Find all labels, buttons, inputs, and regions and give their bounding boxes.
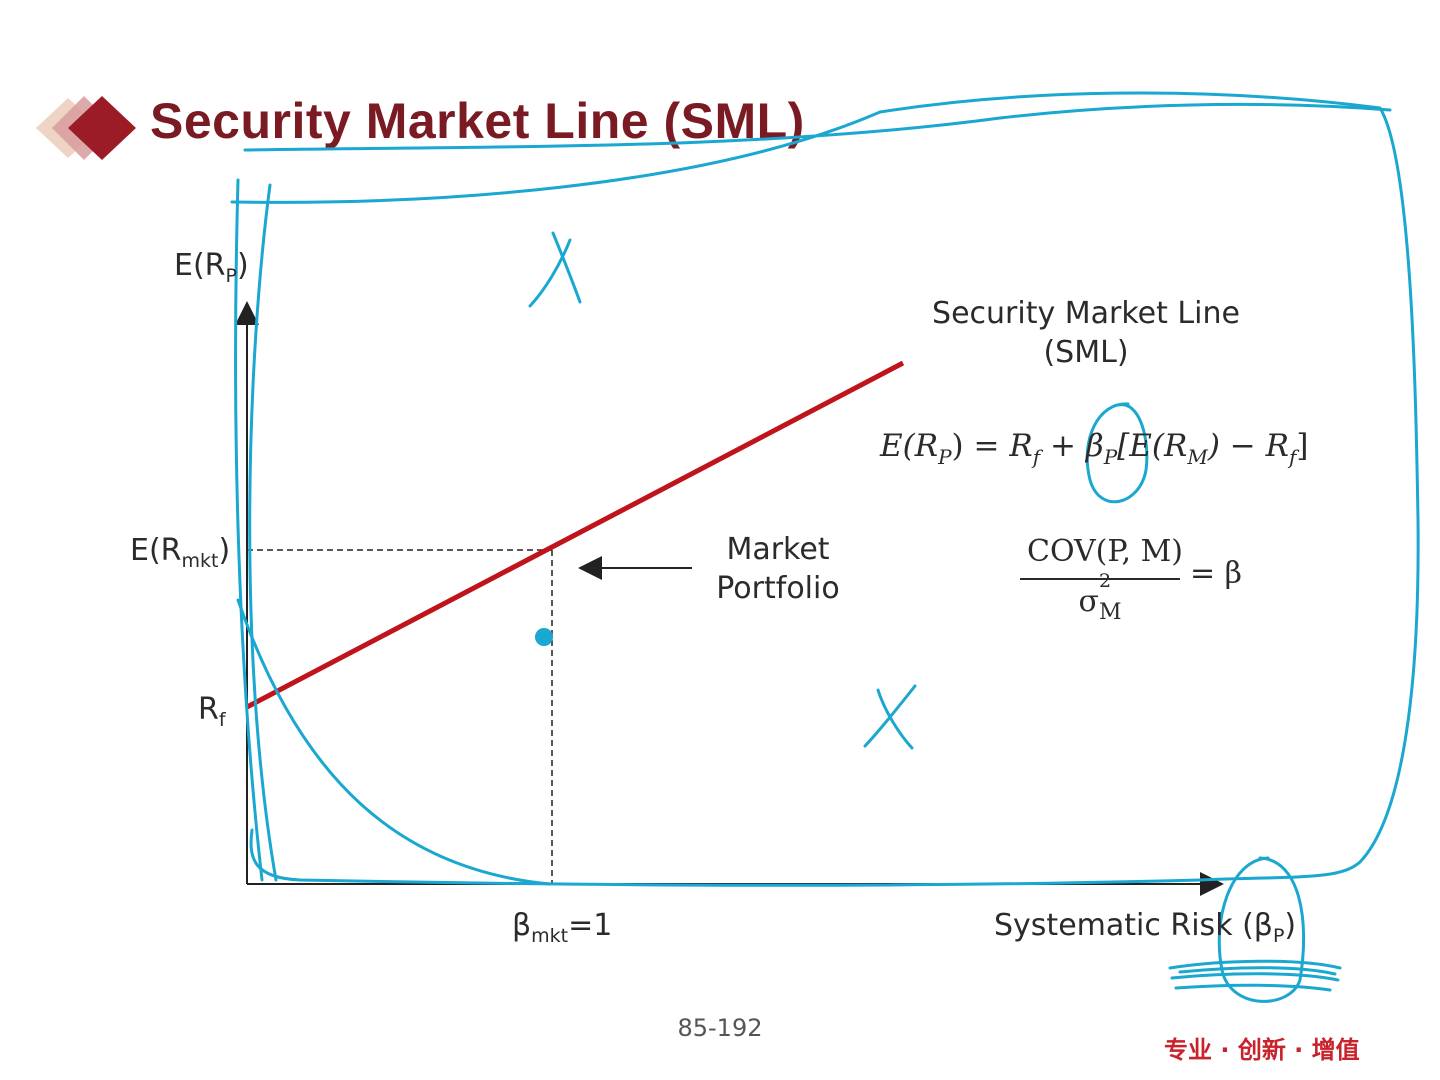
emkt-label: E(Rmkt): [130, 533, 231, 572]
beta-formula-numerator: COV(P, M): [1027, 534, 1183, 569]
annotation-left-stroke-1: [234, 178, 264, 882]
annotation-beta-circle: [1085, 402, 1149, 504]
market-portfolio-line2: Portfolio: [716, 571, 840, 606]
annotation-x-mark-2: [863, 684, 917, 750]
beta-formula-bar: [1020, 578, 1180, 580]
market-portfolio-line1: Market: [726, 532, 830, 567]
x-axis-label: Systematic Risk (βP): [994, 908, 1297, 947]
footer-slogan: 专业 · 创新 · 增值: [1164, 1036, 1360, 1064]
slide-title: Security Market Line (SML): [150, 93, 805, 149]
sml-line: [245, 360, 905, 710]
annotation-left-stroke-2: [248, 183, 278, 882]
page-number: 85-192: [677, 1014, 763, 1042]
sml-formula: E(RP) = Rf + βP[E(RM) − Rf]: [880, 428, 1309, 469]
annotation-frame: [230, 91, 1420, 887]
sml-label: Security Market Line (SML): [916, 296, 1256, 370]
annotation-scribble: [1168, 959, 1342, 992]
y-axis-label: E(RP): [174, 248, 249, 287]
sml-label-line2: (SML): [1043, 335, 1129, 370]
beta-mkt-label: βmkt=1: [512, 908, 613, 947]
annotation-title-underline: [243, 102, 1392, 152]
beta-formula-equals: = β: [1190, 556, 1243, 591]
annotation-x-mark-1: [528, 231, 582, 308]
title-logo-icon: [36, 96, 136, 160]
annotation-dot: [535, 628, 553, 646]
annotation-curve: [236, 598, 552, 886]
market-portfolio-label: Market Portfolio: [700, 532, 856, 606]
rf-label: Rf: [198, 692, 226, 731]
hand-annotations: [230, 91, 1420, 1003]
annotation-risk-circle: [1217, 856, 1306, 1003]
sml-label-line1: Security Market Line: [932, 296, 1240, 331]
